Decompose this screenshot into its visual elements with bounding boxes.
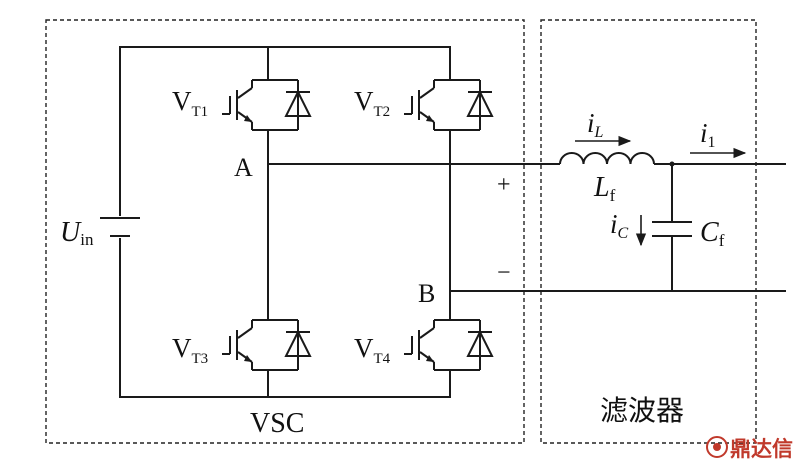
cf-label: Cf xyxy=(700,217,725,250)
switch-t4-symbol xyxy=(404,319,494,371)
plus-sign: + xyxy=(497,172,511,198)
filter-block-border xyxy=(540,19,757,444)
switch-part xyxy=(237,327,253,339)
switch-part xyxy=(284,329,312,357)
switch-part xyxy=(244,115,252,122)
dc-bus-wires xyxy=(119,46,451,398)
junction-dot xyxy=(669,161,675,167)
vt2-label: VT2 xyxy=(354,86,390,120)
uin-label: Uin xyxy=(60,217,94,249)
output-lines xyxy=(268,163,786,292)
minus-sign: − xyxy=(497,260,511,286)
vsc-label: VSC xyxy=(250,408,304,439)
switch-part xyxy=(426,115,434,122)
switch-part xyxy=(419,87,435,99)
vt1-label: VT1 xyxy=(172,86,208,120)
switch-part xyxy=(426,355,434,362)
switch-part xyxy=(237,87,253,99)
leg-wires xyxy=(267,130,451,320)
switch-part xyxy=(284,89,312,117)
node-a-label: A xyxy=(234,153,253,182)
vt4-label: VT4 xyxy=(354,333,391,367)
ic-label: iC xyxy=(610,209,629,242)
switch-t3-symbol xyxy=(222,319,312,371)
switch-part xyxy=(419,327,435,339)
watermark-text: 鼎达信 xyxy=(730,437,793,461)
il-label: iL xyxy=(587,108,604,141)
dc-source xyxy=(100,217,140,237)
vt3-label: VT3 xyxy=(172,333,208,367)
vsc-block-border xyxy=(45,19,525,444)
switch-t2-symbol xyxy=(404,79,494,131)
inductor-coil xyxy=(559,152,655,165)
capacitor-plates xyxy=(652,221,692,237)
node-b-label: B xyxy=(418,279,435,308)
switch-part xyxy=(244,355,252,362)
switch-part xyxy=(466,89,494,117)
switch-t1-symbol xyxy=(222,79,312,131)
switch-part xyxy=(466,329,494,357)
i1-label: i1 xyxy=(700,118,716,151)
lf-label: Lf xyxy=(593,172,616,205)
watermark-logo: 鼎达信 xyxy=(706,436,793,461)
filter-label: 滤波器 xyxy=(600,395,684,427)
